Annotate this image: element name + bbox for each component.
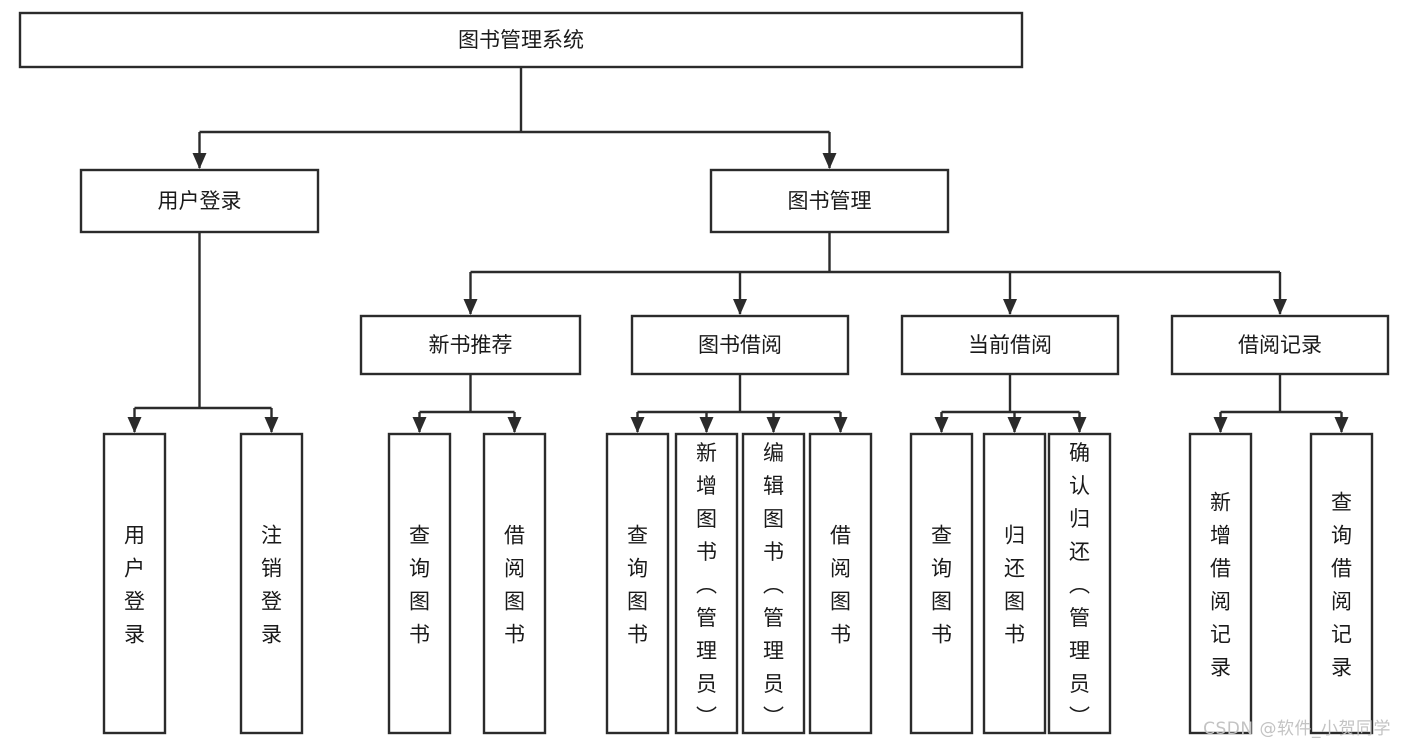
arrow-head-icon — [833, 417, 848, 433]
arrow-head-icon — [1072, 417, 1087, 433]
node-label-book-manage: 图书管理 — [788, 189, 872, 213]
node-book-manage[interactable]: 图书管理 — [709, 168, 950, 234]
node-label-borrow-record: 借阅记录 — [1238, 333, 1322, 357]
arrow-head-icon — [192, 153, 207, 169]
node-label-leaf-query-record: 查询借阅记录 — [1331, 491, 1352, 680]
arrow-head-icon — [264, 417, 279, 433]
node-label-leaf-borrow-book-1: 借阅图书 — [504, 524, 525, 647]
node-leaf-query-book-3[interactable]: 查询图书 — [909, 432, 974, 735]
arrow-head-icon — [630, 417, 645, 433]
node-label-leaf-confirm-return: 确认归还︵管理员︶ — [1069, 441, 1090, 729]
node-box-book-borrow — [630, 314, 850, 376]
arrow-head-icon — [1334, 417, 1349, 433]
node-label-leaf-user-login: 用户登录 — [124, 524, 145, 647]
node-label-leaf-borrow-book-2: 借阅图书 — [830, 524, 851, 647]
node-box-book-manage — [709, 168, 950, 234]
node-box-leaf-add-record — [1188, 432, 1253, 735]
node-leaf-edit-book[interactable]: 编辑图书︵管理员︶ — [741, 432, 806, 735]
node-current-borrow[interactable]: 当前借阅 — [900, 314, 1120, 376]
node-box-leaf-user-login — [102, 432, 167, 735]
node-box-leaf-add-book — [674, 432, 739, 735]
node-box-leaf-logout — [239, 432, 304, 735]
arrow-head-icon — [1213, 417, 1228, 433]
arrow-head-icon — [507, 417, 522, 433]
arrow-head-icon — [1273, 299, 1287, 315]
node-leaf-confirm-return[interactable]: 确认归还︵管理员︶ — [1047, 432, 1112, 735]
arrow-head-icon — [733, 299, 747, 315]
node-label-leaf-add-record: 新增借阅记录 — [1210, 491, 1231, 680]
node-box-borrow-record — [1170, 314, 1390, 376]
arrow-head-icon — [463, 299, 478, 315]
node-box-leaf-query-book-3 — [909, 432, 974, 735]
arrow-head-icon — [934, 417, 949, 433]
node-leaf-user-login[interactable]: 用户登录 — [102, 432, 167, 735]
node-box-leaf-query-record — [1309, 432, 1374, 735]
node-box-current-borrow — [900, 314, 1120, 376]
arrow-head-icon — [822, 153, 837, 169]
node-label-leaf-query-book-2: 查询图书 — [627, 524, 648, 647]
arrow-head-icon — [127, 417, 142, 433]
node-book-borrow[interactable]: 图书借阅 — [630, 314, 850, 376]
node-box-leaf-query-book-1 — [387, 432, 452, 735]
node-label-leaf-edit-book: 编辑图书︵管理员︶ — [763, 441, 784, 729]
arrow-head-icon — [412, 417, 427, 433]
arrow-head-icon — [1007, 417, 1022, 433]
node-label-user-login: 用户登录 — [158, 189, 242, 213]
node-box-new-book-recommend — [359, 314, 582, 376]
node-box-leaf-return-book — [982, 432, 1047, 735]
nodes-layer: 图书管理系统用户登录图书管理新书推荐图书借阅当前借阅借阅记录用户登录注销登录查询… — [18, 11, 1390, 735]
node-label-leaf-query-book-3: 查询图书 — [931, 524, 952, 647]
arrow-head-icon — [1003, 299, 1017, 315]
node-leaf-borrow-book-1[interactable]: 借阅图书 — [482, 432, 547, 735]
node-leaf-logout[interactable]: 注销登录 — [239, 432, 304, 735]
node-label-new-book-recommend: 新书推荐 — [429, 333, 513, 357]
node-leaf-query-record[interactable]: 查询借阅记录 — [1309, 432, 1374, 735]
node-box-user-login — [79, 168, 320, 234]
node-box-root — [18, 11, 1024, 69]
arrow-head-icon — [766, 417, 781, 433]
node-label-root: 图书管理系统 — [458, 28, 584, 52]
node-box-leaf-edit-book — [741, 432, 806, 735]
node-label-leaf-query-book-1: 查询图书 — [409, 524, 430, 647]
csdn-watermark: CSDN @软件_小贺同学 — [1203, 719, 1391, 739]
node-leaf-add-book[interactable]: 新增图书︵管理员︶ — [674, 432, 739, 735]
node-leaf-return-book[interactable]: 归还图书 — [982, 432, 1047, 735]
node-box-leaf-borrow-book-2 — [808, 432, 873, 735]
node-borrow-record[interactable]: 借阅记录 — [1170, 314, 1390, 376]
node-label-leaf-logout: 注销登录 — [261, 524, 282, 647]
node-box-leaf-confirm-return — [1047, 432, 1112, 735]
node-label-leaf-return-book: 归还图书 — [1004, 524, 1025, 647]
node-leaf-add-record[interactable]: 新增借阅记录 — [1188, 432, 1253, 735]
edges-layer — [127, 67, 1349, 433]
node-leaf-query-book-1[interactable]: 查询图书 — [387, 432, 452, 735]
node-box-leaf-query-book-2 — [605, 432, 670, 735]
node-new-book-recommend[interactable]: 新书推荐 — [359, 314, 582, 376]
node-leaf-borrow-book-2[interactable]: 借阅图书 — [808, 432, 873, 735]
node-label-leaf-add-book: 新增图书︵管理员︶ — [696, 441, 717, 729]
node-label-current-borrow: 当前借阅 — [968, 333, 1052, 357]
arrow-head-icon — [699, 417, 714, 433]
node-root[interactable]: 图书管理系统 — [18, 11, 1024, 69]
node-user-login[interactable]: 用户登录 — [79, 168, 320, 234]
node-box-leaf-borrow-book-1 — [482, 432, 547, 735]
node-leaf-query-book-2[interactable]: 查询图书 — [605, 432, 670, 735]
node-label-book-borrow: 图书借阅 — [698, 333, 782, 357]
